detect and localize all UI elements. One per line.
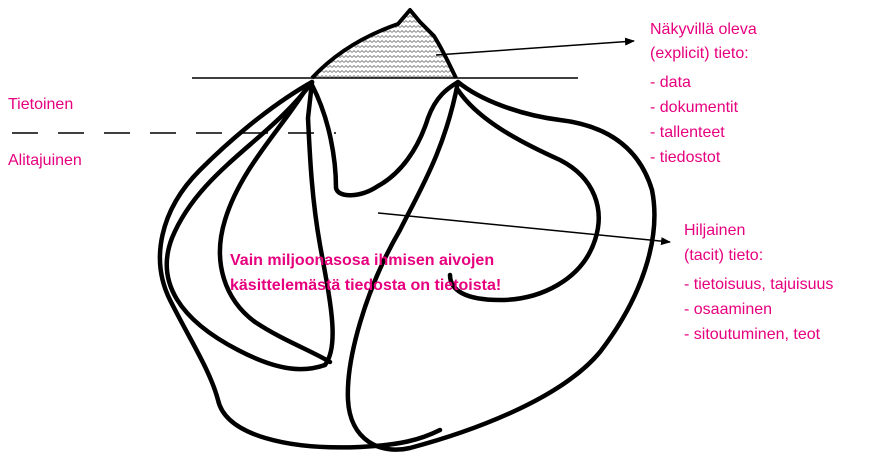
explicit-arrow bbox=[436, 41, 634, 55]
center-statement-line1: Vain miljoonasosa ihmisen aivojen bbox=[230, 250, 494, 272]
explicit-item-tiedostot: - tiedostot bbox=[650, 145, 738, 170]
iceberg-center-pocket bbox=[312, 82, 458, 195]
explicit-item-data: - data bbox=[650, 70, 738, 95]
tacit-arrow bbox=[378, 213, 670, 242]
subconscious-label: Alitajuinen bbox=[8, 151, 82, 171]
explicit-item-tallenteet: - tallenteet bbox=[650, 120, 738, 145]
tacit-title-line1: Hiljainen bbox=[684, 221, 745, 241]
center-statement-line2: käsittelemästä tiedosta on tietoista! bbox=[230, 275, 501, 297]
tacit-item-tietoisuus: - tietoisuus, tajuisuus bbox=[684, 272, 833, 297]
tacit-title-line2: (tacit) tieto: bbox=[684, 246, 763, 266]
tacit-item-sitoutuminen: - sitoutuminen, teot bbox=[684, 322, 833, 347]
explicit-item-dokumentit: - dokumentit bbox=[650, 95, 738, 120]
tacit-item-osaaminen: - osaaminen bbox=[684, 297, 833, 322]
explicit-title-line2: (explicit) tieto: bbox=[650, 44, 749, 64]
tacit-list: - tietoisuus, tajuisuus - osaaminen - si… bbox=[684, 272, 833, 347]
iceberg-tip-fill bbox=[312, 10, 456, 78]
explicit-list: - data - dokumentit - tallenteet - tiedo… bbox=[650, 70, 738, 170]
explicit-title-line1: Näkyvillä oleva bbox=[650, 20, 757, 40]
conscious-label: Tietoinen bbox=[8, 95, 73, 115]
